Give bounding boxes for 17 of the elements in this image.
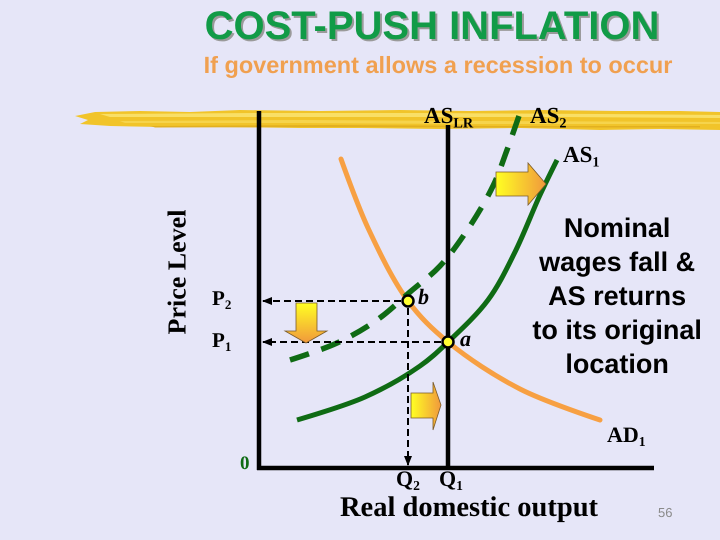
curve-label: AS$_{2}$ (530, 103, 567, 128)
axis-title: Price Level (164, 210, 192, 334)
curve-label: AS$_{LR}$ (424, 103, 474, 128)
annotation-text: Nominal wages fall & AS returns to its original location (532, 212, 702, 381)
axis-tick-label: Q$_{1}$ (439, 468, 463, 490)
axis-tick-label: Q$_{2}$ (396, 468, 420, 490)
axis-tick-label: P$_{2}$ (212, 287, 232, 310)
title: COST-PUSH INFLATION (204, 4, 660, 48)
subtitle: If government allows a recession to occur (204, 53, 672, 79)
axis-tick-label: P$_{1}$ (212, 329, 232, 352)
axis-title: Real domestic output (340, 494, 598, 522)
axis-tick-label: 0 (240, 454, 250, 475)
curve-label: AS$_{1}$ (563, 142, 600, 168)
curve-label: AD$_{1}$ (607, 423, 646, 448)
page-number: 56 (658, 506, 672, 520)
point-label: a (460, 327, 471, 352)
point-label: b (418, 285, 429, 310)
